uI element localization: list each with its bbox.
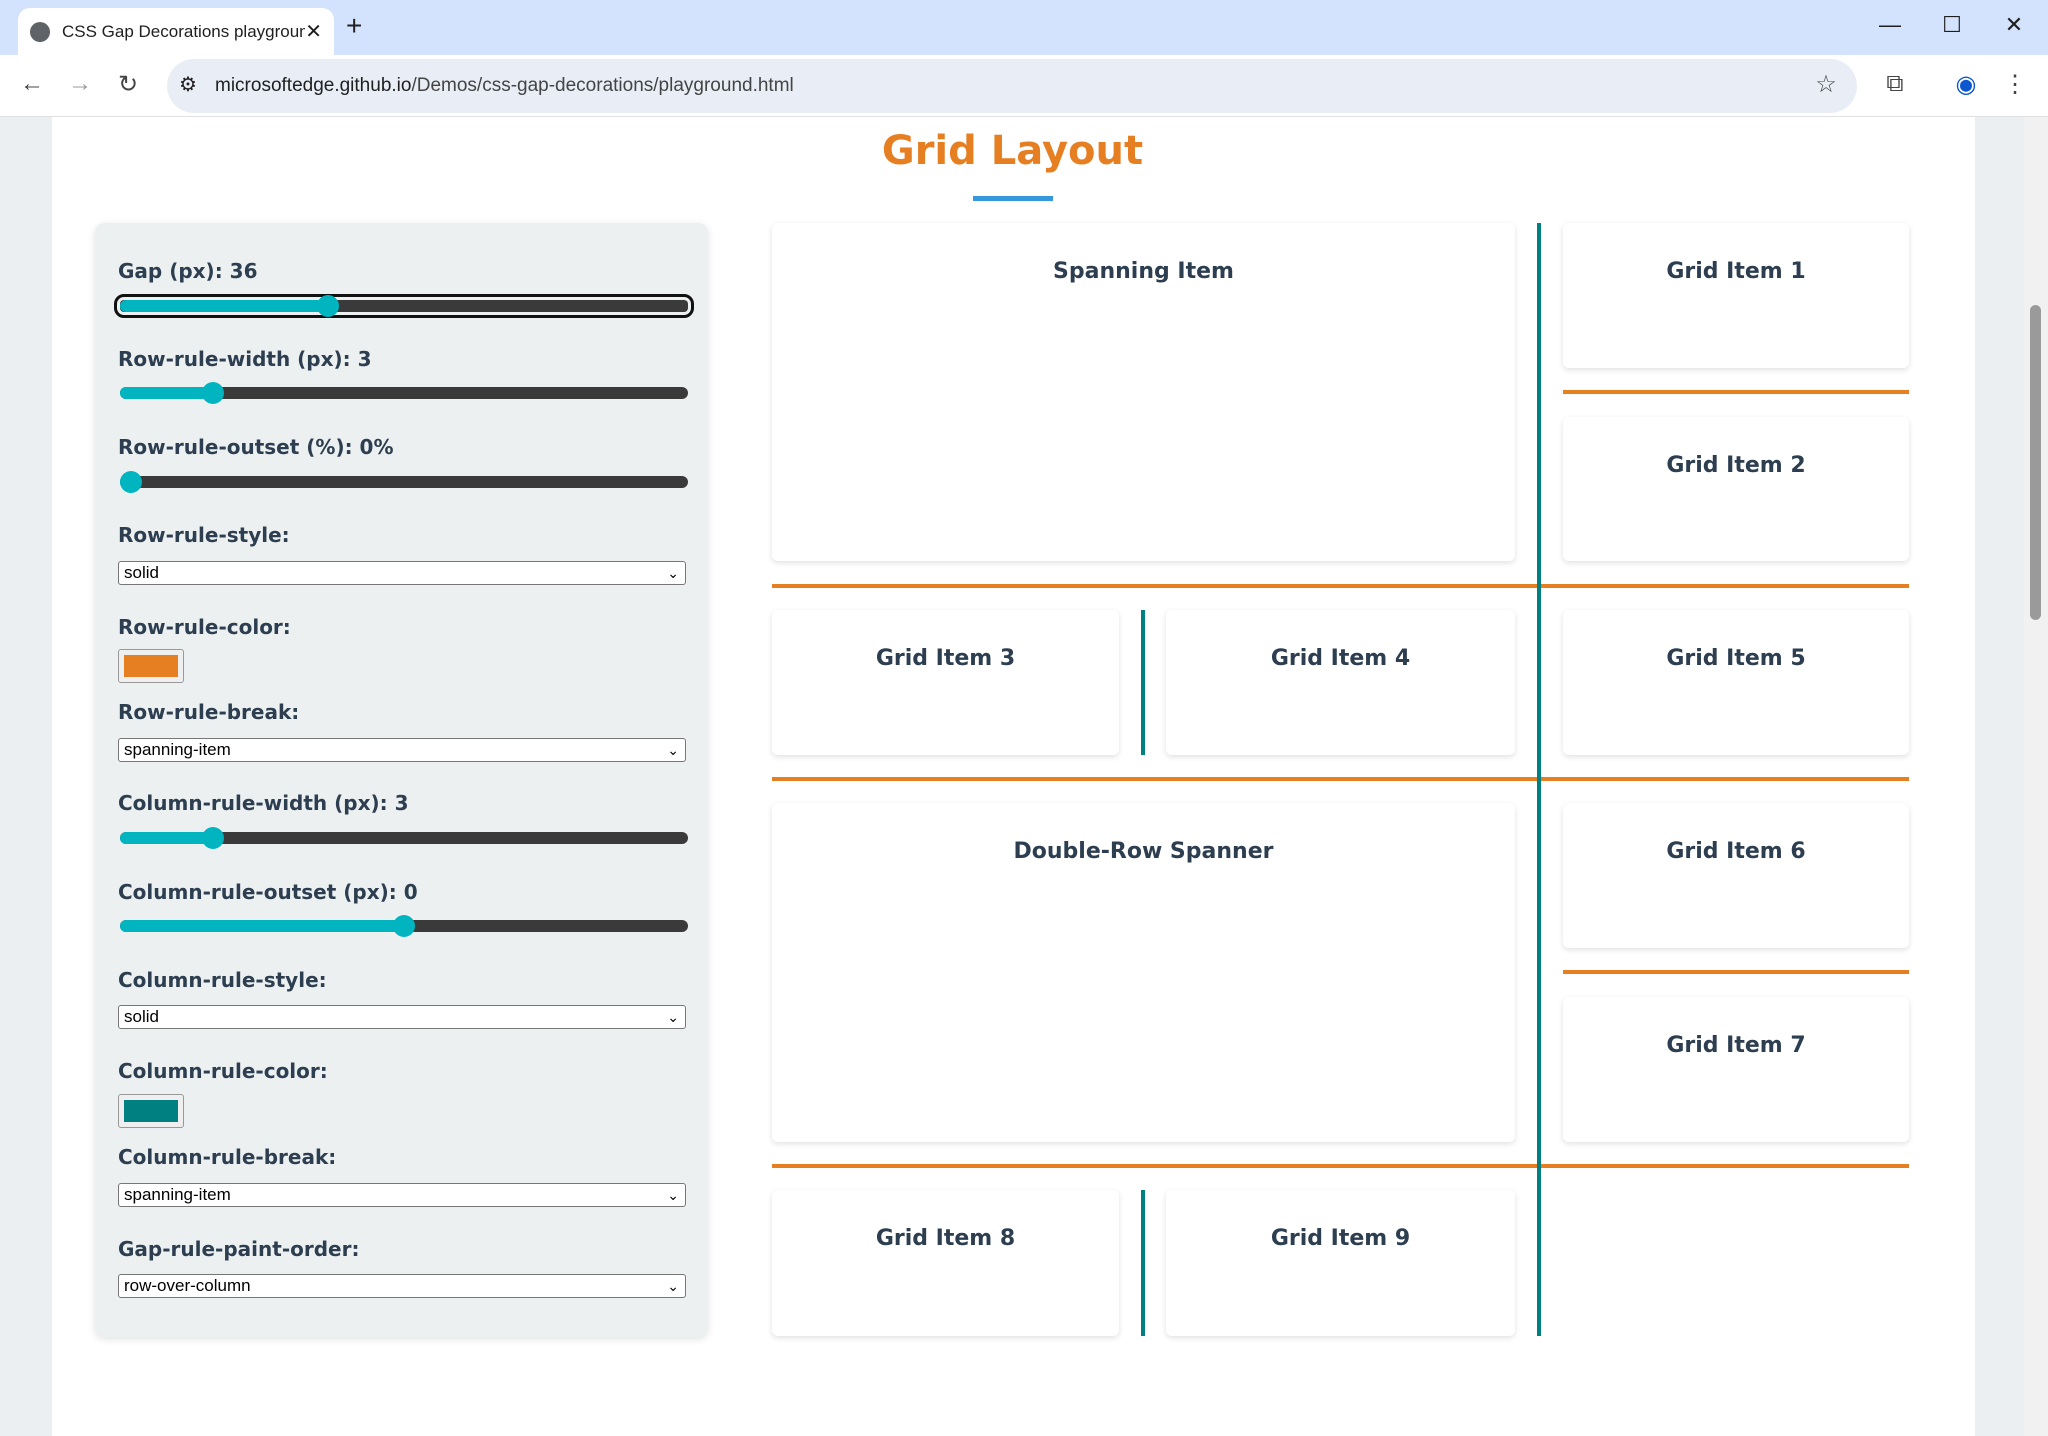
row-rule-break-label: Row-rule-break: — [118, 700, 300, 724]
grid-item-double-row-spanner: Double-Row Spanner — [772, 803, 1515, 1142]
forward-icon[interactable]: → — [68, 70, 92, 97]
url-path: /Demos/css-gap-decorations/playground.ht… — [411, 75, 794, 96]
column-rule — [1141, 610, 1145, 755]
row-rule-outset-slider[interactable] — [120, 471, 688, 493]
row-rule-break-select[interactable]: spanning-item ⌄ — [118, 738, 686, 762]
column-rule-width-slider[interactable] — [120, 827, 688, 849]
slider-fill — [120, 300, 328, 312]
tab-title: CSS Gap Decorations playground — [62, 21, 306, 41]
grid-item-8: Grid Item 8 — [772, 1190, 1119, 1336]
row-rule-color-picker[interactable] — [118, 649, 184, 683]
column-rule-style-select[interactable]: solid ⌄ — [118, 1005, 686, 1029]
reload-icon[interactable]: ↻ — [117, 71, 139, 98]
tab-strip — [0, 0, 2048, 55]
row-rule — [772, 1164, 1909, 1168]
selected-value: solid — [124, 563, 159, 582]
scrollbar-thumb[interactable] — [2030, 305, 2041, 620]
address-bar[interactable]: ⚙ microsoftedge.github.io/Demos/css-gap-… — [167, 59, 1857, 113]
grid-item-spanning: Spanning Item — [772, 223, 1515, 561]
row-rule-style-select[interactable]: solid ⌄ — [118, 561, 686, 585]
slider-thumb[interactable] — [201, 827, 224, 849]
bookmark-star-icon[interactable]: ☆ — [1815, 71, 1837, 98]
globe-icon — [30, 21, 50, 42]
new-tab-button[interactable]: + — [346, 10, 363, 41]
selected-value: spanning-item — [124, 740, 231, 759]
title-underline — [973, 196, 1053, 201]
minimize-icon[interactable]: — — [1879, 12, 1901, 37]
menu-icon[interactable]: ⋮ — [2003, 71, 2027, 98]
grid-item-7: Grid Item 7 — [1563, 997, 1909, 1142]
row-rule-width-label: Row-rule-width (px): 3 — [118, 347, 372, 371]
slider-fill — [120, 387, 213, 399]
slider-thumb[interactable] — [201, 382, 224, 404]
profile-icon[interactable]: ◉ — [1955, 71, 1977, 98]
row-rule-width-slider[interactable] — [120, 382, 688, 404]
extensions-icon[interactable]: ⧉ — [1886, 70, 1904, 97]
grid-item-3: Grid Item 3 — [772, 610, 1119, 755]
url-domain: microsoftedge.github.io — [215, 75, 412, 96]
gap-rule-paint-order-select[interactable]: row-over-column ⌄ — [118, 1274, 686, 1298]
row-rule-color-label: Row-rule-color: — [118, 615, 291, 639]
controls-panel — [95, 223, 708, 1337]
gap-slider[interactable] — [114, 294, 694, 318]
column-rule — [1537, 223, 1541, 1336]
close-window-icon[interactable]: ✕ — [2004, 12, 2024, 37]
selected-value: solid — [124, 1007, 159, 1026]
selected-value: row-over-column — [124, 1276, 251, 1295]
column-rule — [1141, 1190, 1145, 1336]
chevron-down-icon: ⌄ — [667, 564, 679, 581]
column-rule-style-label: Column-rule-style: — [118, 968, 327, 992]
chevron-down-icon: ⌄ — [667, 1186, 679, 1203]
row-rule-style-label: Row-rule-style: — [118, 523, 290, 547]
close-tab-icon[interactable]: ✕ — [305, 21, 322, 43]
slider-fill — [120, 832, 213, 844]
back-icon[interactable]: ← — [20, 70, 44, 97]
maximize-icon[interactable]: ☐ — [1942, 12, 1962, 37]
grid-item-9: Grid Item 9 — [1166, 1190, 1515, 1336]
row-rule — [1563, 970, 1909, 974]
column-rule-break-select[interactable]: spanning-item ⌄ — [118, 1183, 686, 1207]
grid-item-6: Grid Item 6 — [1563, 803, 1909, 948]
slider-thumb[interactable] — [120, 471, 143, 493]
column-rule-outset-label: Column-rule-outset (px): 0 — [118, 880, 418, 904]
column-rule-width-label: Column-rule-width (px): 3 — [118, 791, 409, 815]
slider-fill — [120, 920, 404, 932]
column-rule-color-label: Column-rule-color: — [118, 1059, 328, 1083]
column-rule-break-label: Column-rule-break: — [118, 1145, 337, 1169]
row-rule — [1563, 390, 1909, 394]
chevron-down-icon: ⌄ — [667, 1008, 679, 1025]
chevron-down-icon: ⌄ — [667, 1277, 679, 1294]
page-title: Grid Layout — [881, 128, 1144, 174]
browser-tab[interactable]: CSS Gap Decorations playground ✕ — [18, 8, 334, 55]
site-info-icon[interactable]: ⚙ — [179, 74, 197, 96]
grid-item-4: Grid Item 4 — [1166, 610, 1515, 755]
slider-thumb[interactable] — [393, 915, 415, 937]
selected-value: spanning-item — [124, 1185, 231, 1204]
chevron-down-icon: ⌄ — [667, 741, 679, 758]
gap-rule-paint-order-label: Gap-rule-paint-order: — [118, 1237, 360, 1261]
grid-item-1: Grid Item 1 — [1563, 223, 1909, 368]
gap-label: Gap (px): 36 — [118, 259, 258, 283]
grid-item-5: Grid Item 5 — [1563, 610, 1909, 755]
row-rule — [772, 777, 1909, 781]
row-rule — [772, 584, 1909, 588]
column-rule-color-picker[interactable] — [118, 1094, 184, 1128]
slider-thumb[interactable] — [316, 295, 339, 317]
grid-item-2: Grid Item 2 — [1563, 417, 1909, 561]
column-rule-outset-slider[interactable] — [120, 915, 688, 937]
row-rule-outset-label: Row-rule-outset (%): 0% — [118, 435, 394, 459]
